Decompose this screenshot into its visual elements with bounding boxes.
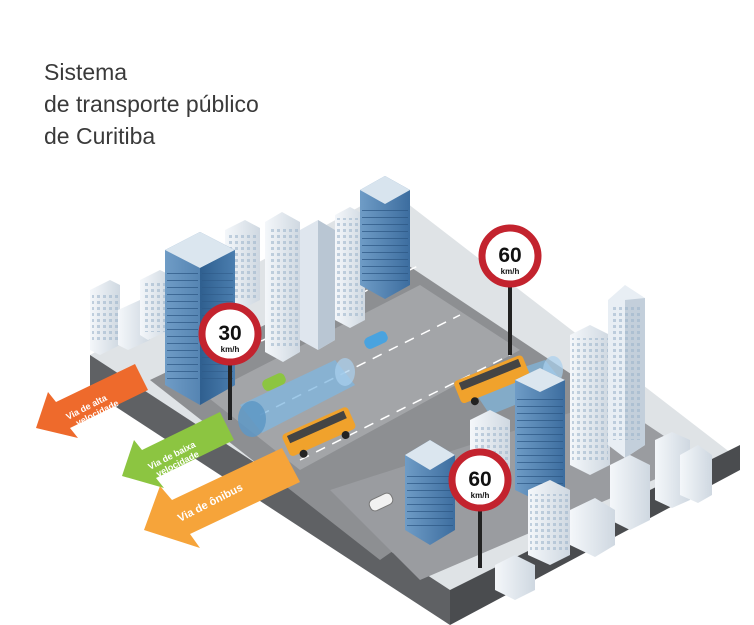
sign-right-bottom: 60 km/h [448,448,512,568]
sign-right-top-unit: km/h [501,267,520,276]
cars [262,331,394,512]
title-line-2: de transporte público [44,91,259,117]
sign-right-top: 60 km/h [478,224,542,355]
title-line-3: de Curitiba [44,123,156,149]
sign-right-bottom-speed: 60 [468,468,491,491]
buildings-right [405,285,712,600]
sign-left: 30 km/h [198,302,262,420]
sign-right-top-speed: 60 [498,244,521,267]
page-title: Sistema de transporte público de Curitib… [44,56,259,152]
buses [282,355,530,458]
buildings-back-left [90,176,410,362]
sign-left-speed: 30 [218,322,241,345]
sign-left-unit: km/h [221,345,240,354]
title-line-1: Sistema [44,59,128,85]
sign-right-bottom-unit: km/h [471,491,490,500]
